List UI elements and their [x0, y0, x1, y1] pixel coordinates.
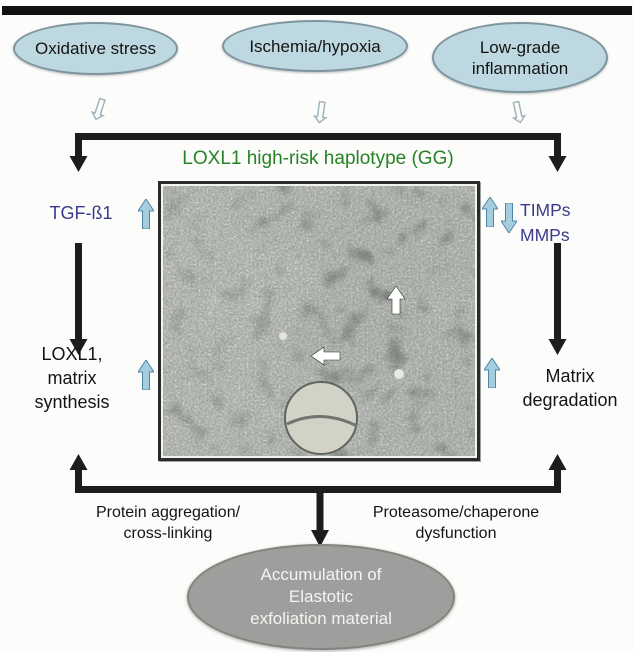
protein-aggregation-label: Protein aggregation/ cross-linking [95, 504, 241, 542]
bottom-flow-bar [75, 486, 561, 493]
top-flow-bar [75, 133, 561, 140]
em-white-arrow-left-icon [310, 346, 341, 366]
ischemia-hypoxia-label: Ischemia/hypoxia [249, 36, 381, 56]
top-border-rule [2, 6, 632, 15]
bottom-right-up-arrow [548, 454, 567, 493]
increase-arrow-icon [137, 359, 155, 391]
em-white-arrow-up-icon [386, 285, 406, 315]
electron-micrograph-frame [158, 181, 480, 461]
low-grade-inflammation-ellipse: Low-grade inflammation [432, 22, 608, 93]
oxidative-stress-ellipse: Oxidative stress [13, 22, 178, 75]
increase-arrow-icon [137, 198, 155, 230]
electron-micrograph-image [163, 186, 475, 456]
top-right-down-arrow [548, 133, 567, 172]
decrease-arrow-icon [500, 202, 518, 234]
accumulation-ellipse: Accumulation of Elastotic exfoliation ma… [187, 544, 455, 650]
timps-mmps-label: TIMPs MMPs [520, 200, 571, 245]
diagram-title: LOXL1 high-risk haplotype (GG) [182, 148, 454, 169]
increase-arrow-icon [481, 196, 499, 228]
oxidative-stress-label: Oxidative stress [35, 39, 156, 58]
top-left-down-arrow [69, 133, 88, 172]
bottom-left-up-arrow [69, 454, 88, 493]
accumulation-label: Accumulation of Elastotic exfoliation ma… [250, 565, 392, 628]
low-grade-inflammation-label: Low-grade inflammation [471, 37, 569, 78]
loxl1-matrix-synthesis-label: LOXL1, matrix synthesis [34, 344, 110, 412]
left-pathway-down-arrow [69, 243, 88, 355]
tgf-b1-label: TGF-ß1 [49, 203, 113, 223]
center-down-arrow [311, 493, 329, 547]
right-pathway-down-arrow [548, 243, 567, 355]
ischemia-hypoxia-ellipse: Ischemia/hypoxia [222, 20, 408, 72]
proteasome-dysfunction-label: Proteasome/chaperone dysfunction [372, 504, 540, 542]
matrix-degradation-label: Matrix degradation [522, 366, 618, 410]
increase-arrow-icon [483, 357, 501, 389]
em-round-body [284, 381, 358, 455]
